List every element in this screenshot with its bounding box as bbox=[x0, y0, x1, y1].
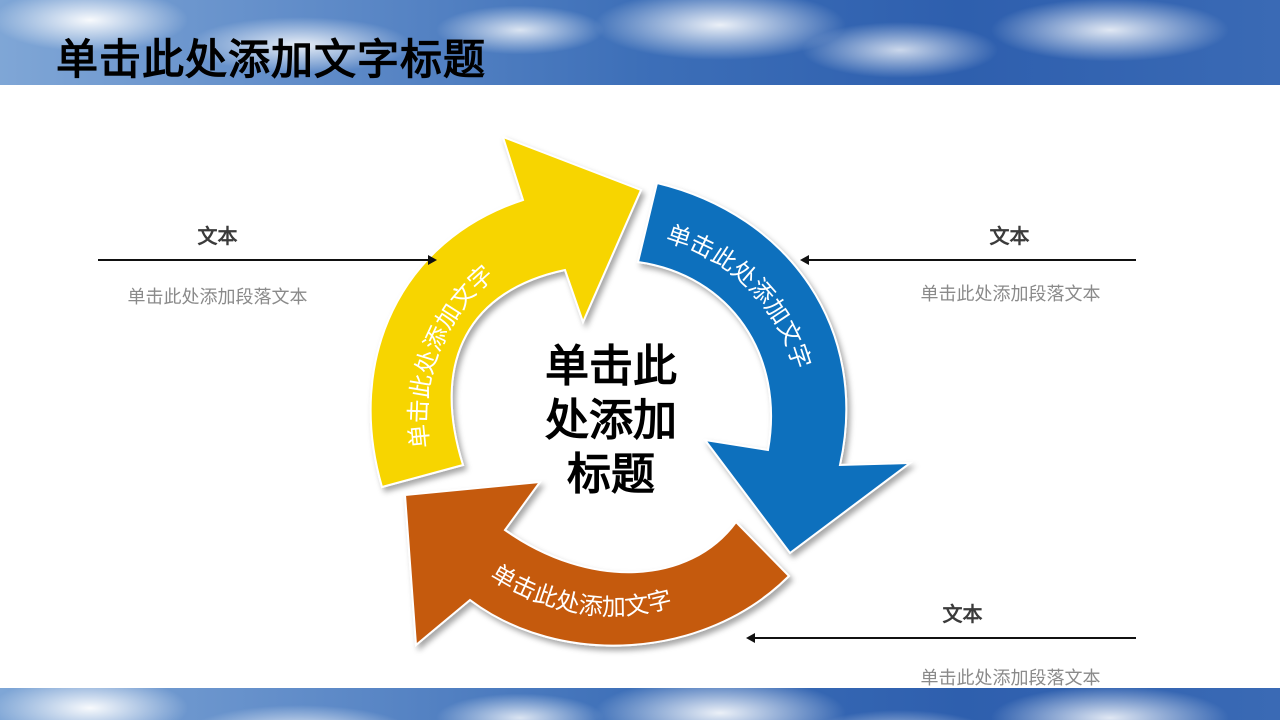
sky-footer-banner bbox=[0, 688, 1280, 720]
arrowhead-left-icon bbox=[746, 633, 755, 643]
label-bottom-right-body[interactable]: 单击此处添加段落文本 bbox=[920, 668, 1101, 689]
center-title[interactable]: 单击此 处添加 标题 bbox=[536, 340, 686, 502]
arrowhead-right-icon bbox=[428, 255, 437, 265]
center-title-line-1: 单击此 bbox=[545, 341, 677, 392]
blue-arrow[interactable] bbox=[636, 181, 914, 555]
label-top-right-heading[interactable]: 文本 bbox=[989, 224, 1030, 248]
label-left-body[interactable]: 单击此处添加段落文本 bbox=[127, 287, 308, 308]
arrowhead-left-icon bbox=[800, 255, 809, 265]
yellow-arrow[interactable] bbox=[369, 135, 643, 489]
center-title-line-3: 标题 bbox=[567, 449, 655, 500]
sky-header-banner bbox=[0, 0, 1280, 85]
orange-arrow[interactable] bbox=[403, 480, 791, 648]
connector-line-top-right bbox=[809, 259, 1136, 261]
label-top-right-body[interactable]: 单击此处添加段落文本 bbox=[920, 284, 1101, 305]
label-left-heading[interactable]: 文本 bbox=[197, 224, 238, 248]
connector-line-left bbox=[98, 259, 428, 261]
center-title-line-2: 处添加 bbox=[545, 395, 677, 446]
label-bottom-right-heading[interactable]: 文本 bbox=[942, 602, 983, 626]
slide-title[interactable]: 单击此处添加文字标题 bbox=[56, 35, 487, 84]
connector-line-bottom-right bbox=[755, 637, 1136, 639]
